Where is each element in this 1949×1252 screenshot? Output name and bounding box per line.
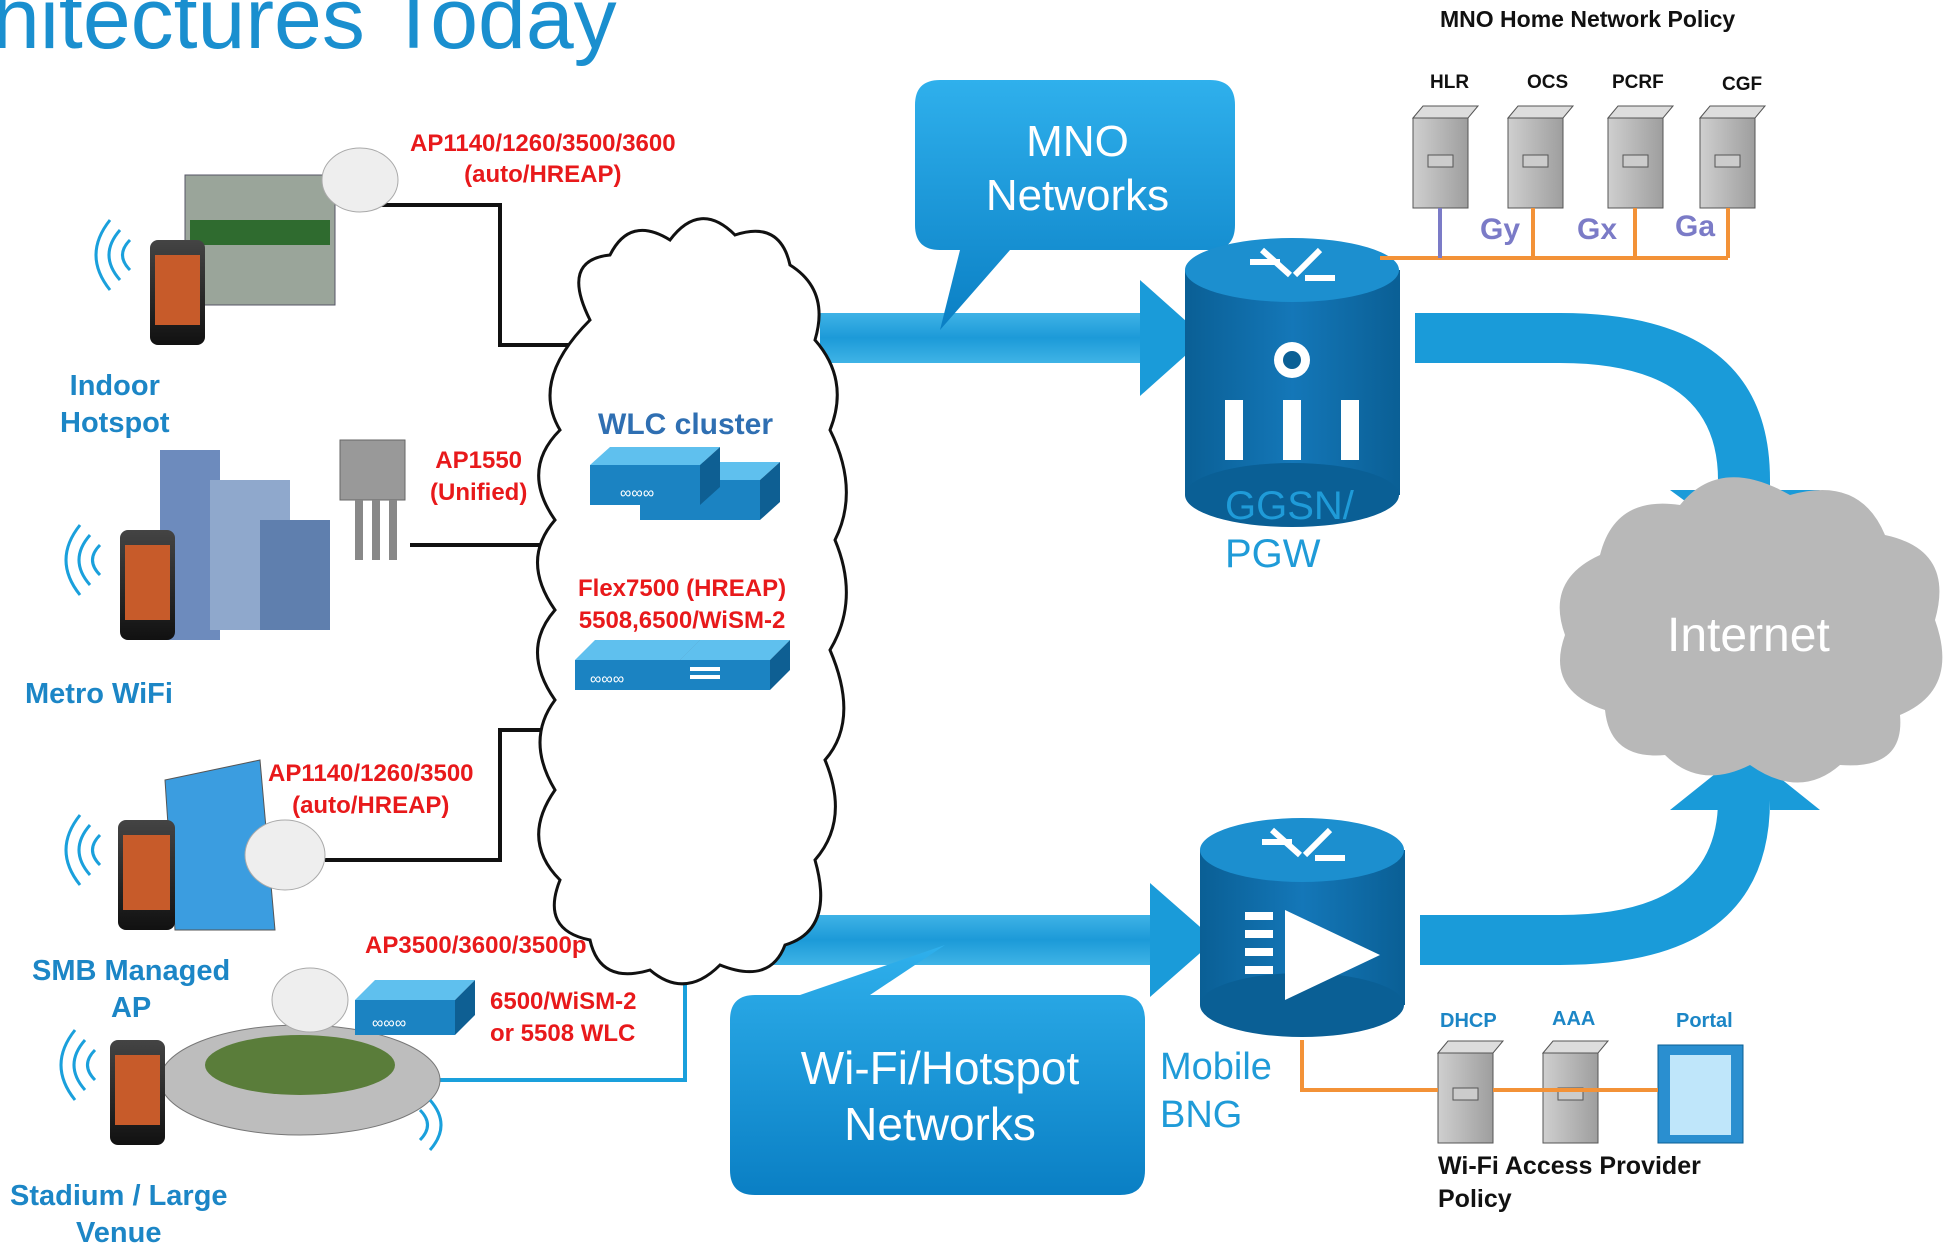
- wifi-networks-label: Wi-Fi/Hotspot Networks: [800, 1042, 1080, 1150]
- wlc-cloud: [536, 217, 848, 986]
- stadium-venue-label: Stadium / Large Venue: [10, 1180, 228, 1249]
- smb-managed-label: SMB Managed AP: [32, 955, 231, 1024]
- svg-text:∞∞∞: ∞∞∞: [590, 671, 624, 688]
- ggsn-router: [1185, 238, 1400, 527]
- svg-text:∞∞∞: ∞∞∞: [620, 485, 654, 502]
- gy-interface-label: Gy: [1480, 213, 1521, 246]
- ggsn-label: GGSN/ PGW: [1225, 484, 1354, 576]
- metro-wifi-site: [64, 439, 406, 640]
- mno-networks-label: MNO Networks: [985, 117, 1170, 220]
- gx-interface-label: Gx: [1577, 213, 1618, 246]
- stadium-wlc-device: ∞∞∞: [355, 980, 475, 1035]
- wifi-signal-icon: [64, 524, 102, 596]
- stadium-ap-label: AP3500/3600/3500p: [365, 932, 587, 959]
- home-policy-servers: [1411, 105, 1767, 209]
- home-policy-title: MNO Home Network Policy: [1440, 6, 1736, 32]
- wlc-cluster-label: WLC cluster: [598, 408, 774, 441]
- smb-ap-label: AP1140/1260/3500 (auto/HREAP): [268, 760, 474, 819]
- wifi-signal-icon: [64, 814, 102, 886]
- wifi-signal-icon: [59, 1029, 97, 1101]
- bng-to-internet-arrow: [1420, 750, 1820, 965]
- dhcp-server: [1436, 1040, 1505, 1144]
- phone-icon: [110, 1040, 165, 1145]
- access-policy-servers: [1436, 1040, 1744, 1144]
- portal-label: Portal: [1676, 1010, 1733, 1032]
- aaa-label: AAA: [1552, 1008, 1596, 1030]
- wlc-device-2: ∞∞∞: [590, 447, 720, 505]
- svg-text:∞∞∞: ∞∞∞: [372, 1015, 406, 1032]
- stadium-wlc-label: 6500/WiSM-2 or 5508 WLC: [490, 988, 637, 1047]
- metro-wifi-label: Metro WiFi: [25, 678, 173, 710]
- ocs-server: [1506, 105, 1575, 209]
- ga-interface-label: Ga: [1675, 210, 1716, 243]
- cgf-server: [1698, 105, 1767, 209]
- internet-label: Internet: [1667, 609, 1830, 662]
- phone-icon: [120, 530, 175, 640]
- hlr-server: [1411, 105, 1480, 209]
- internet-cloud: [1559, 477, 1943, 783]
- pcrf-label: PCRF: [1612, 72, 1664, 93]
- mobile-bng-router: [1200, 818, 1405, 1037]
- pcrf-server: [1606, 105, 1675, 209]
- indoor-hotspot-label: Indoor Hotspot: [60, 370, 170, 439]
- flex-label: Flex7500 (HREAP) 5508,6500/WiSM-2: [578, 575, 787, 634]
- indoor-hotspot-site: [94, 147, 399, 345]
- metro-ap-label: AP1550 (Unified): [430, 447, 528, 506]
- mobile-bng-label: Mobile BNG: [1160, 1046, 1272, 1136]
- dhcp-label: DHCP: [1440, 1010, 1497, 1032]
- flex-device: ∞∞∞: [575, 640, 700, 690]
- indoor-ap-label: AP1140/1260/3500/3600 (auto/HREAP): [410, 130, 676, 188]
- wism-device: [680, 640, 790, 690]
- page-title: hitectures Today: [0, 0, 617, 67]
- smb-managed-site: [64, 759, 326, 931]
- bng-policy-line: [1300, 1040, 1438, 1092]
- access-policy-title: Wi-Fi Access Provider Policy: [1438, 1152, 1701, 1213]
- stadium-connection-line: [430, 955, 687, 1082]
- cgf-label: CGF: [1722, 74, 1763, 95]
- ocs-label: OCS: [1527, 72, 1569, 93]
- phone-icon: [150, 240, 205, 345]
- ap-connection-lines: [325, 203, 590, 862]
- hlr-label: HLR: [1430, 72, 1470, 93]
- wifi-networks-bubble: [730, 945, 1145, 1195]
- wifi-signal-icon: [418, 1099, 443, 1151]
- portal-server: [1657, 1044, 1744, 1144]
- mno-networks-bubble: [915, 80, 1235, 330]
- stadium-site: [59, 967, 443, 1151]
- phone-icon: [118, 820, 175, 930]
- wifi-signal-icon: [94, 219, 132, 291]
- upper-flow-arrow: [820, 280, 1205, 396]
